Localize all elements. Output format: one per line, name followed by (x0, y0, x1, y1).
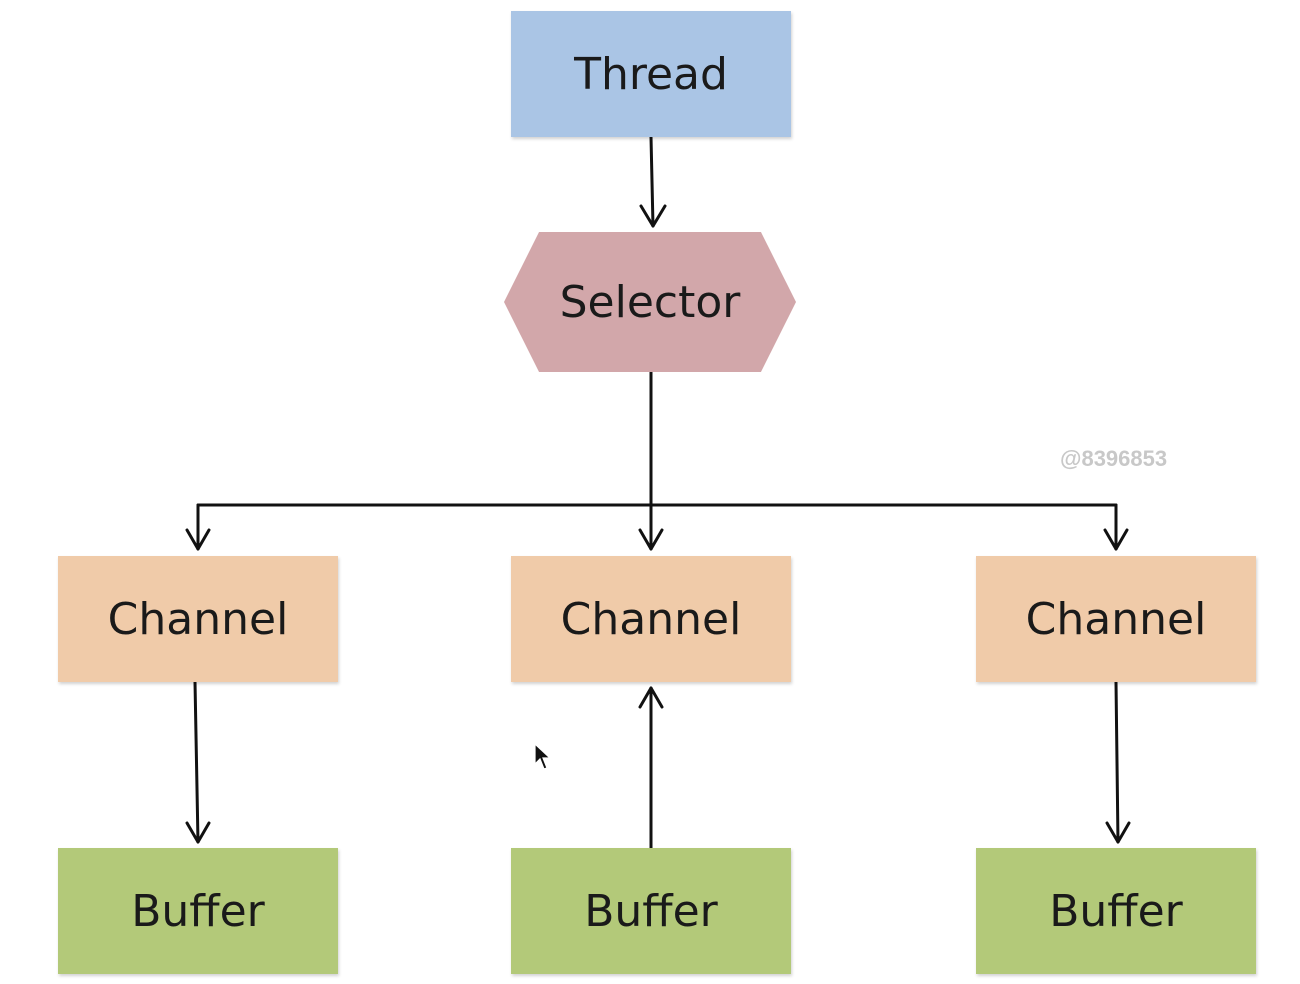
watermark: @8396853 (1060, 446, 1168, 471)
buffer-label-1: Buffer (131, 885, 265, 937)
thread-label: Thread (574, 48, 728, 100)
edge-channel-3-buffer-3 (1114, 680, 1120, 844)
edge-thread-selector (649, 135, 655, 228)
arrowhead-selector (639, 204, 667, 228)
arrowhead-channel-3 (1103, 528, 1129, 551)
buffer-node-3: Buffer (976, 848, 1256, 974)
channel-label-2: Channel (560, 593, 742, 645)
channel-label-1: Channel (107, 593, 289, 645)
buffer-label-2: Buffer (584, 885, 718, 937)
selector-node: Selector (504, 232, 796, 372)
mouse-cursor-icon (534, 742, 552, 770)
arrowhead-buffer-3 (1105, 821, 1131, 844)
channel-node-1: Channel (58, 556, 338, 682)
arrowhead-channel-1 (185, 528, 211, 551)
channel-node-3: Channel (976, 556, 1256, 682)
arrowhead-channel-2-up (638, 686, 664, 709)
buffer-node-1: Buffer (58, 848, 338, 974)
arrowhead-channel-2 (638, 528, 664, 551)
selector-label: Selector (559, 276, 741, 328)
arrowhead-buffer-1 (185, 821, 211, 844)
edge-channel-1-buffer-1 (193, 680, 200, 844)
channel-label-3: Channel (1025, 593, 1207, 645)
buffer-label-3: Buffer (1049, 885, 1183, 937)
channel-node-2: Channel (511, 556, 791, 682)
buffer-node-2: Buffer (511, 848, 791, 974)
thread-node: Thread (511, 11, 791, 137)
